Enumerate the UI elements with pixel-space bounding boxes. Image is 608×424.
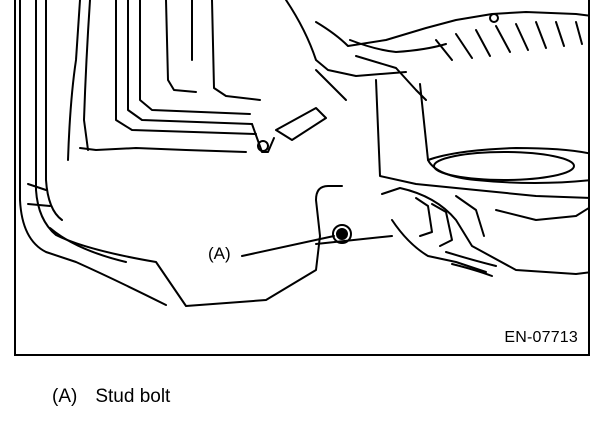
legend-key: (A) [52,386,78,407]
stud-bolt [332,224,352,244]
callout-a-label: (A) [206,244,233,264]
ribbed-frame [115,0,327,153]
figure-code: EN-07713 [504,329,578,346]
connector-harness [315,187,588,277]
callout-leader-line [241,235,335,257]
legend-text: Stud bolt [95,386,171,407]
blower-housing [285,0,588,199]
illustration-frame: (A) EN-07713 [14,0,590,356]
legend: (A) Stud bolt [52,386,170,408]
blower-assembly-drawing [19,0,588,307]
left-housing [19,0,343,307]
